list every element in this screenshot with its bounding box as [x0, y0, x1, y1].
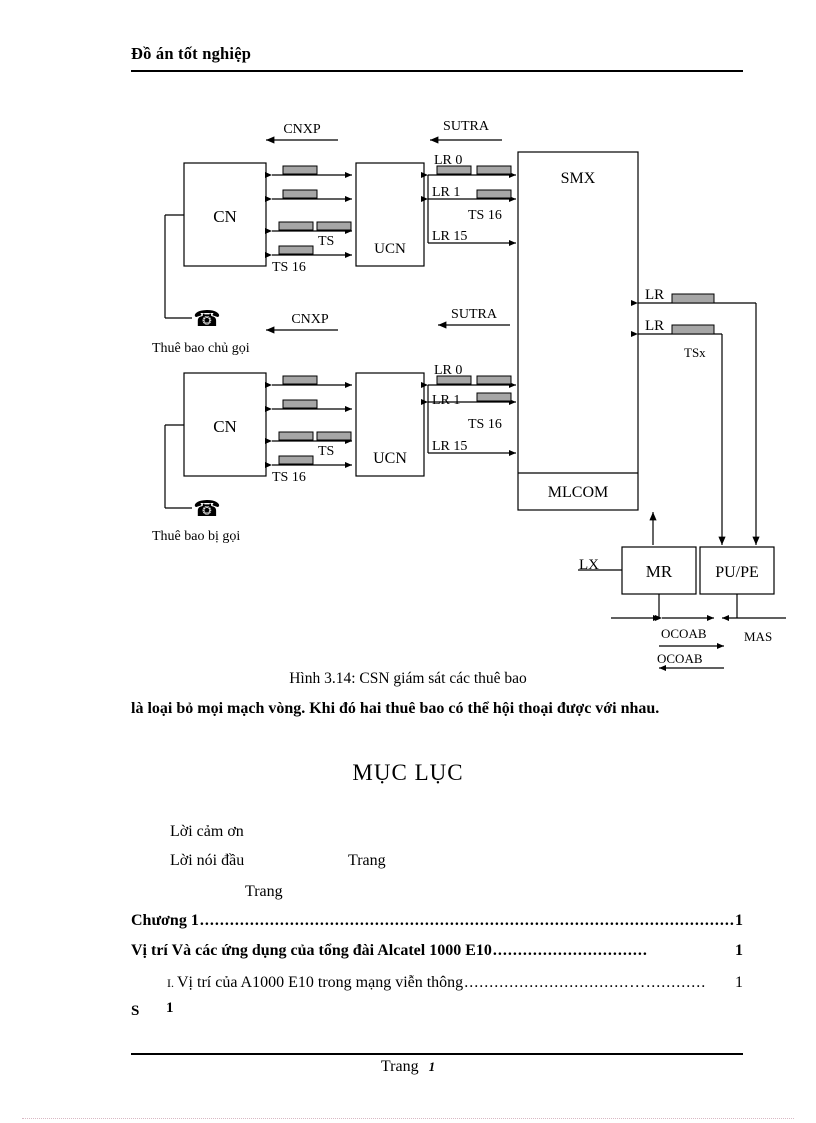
- toc-entry-label: Vị trí Và các ứng dụng của tổng đài Alca…: [131, 942, 492, 959]
- footer-divider: [131, 1053, 743, 1055]
- label-mas: MAS: [744, 629, 772, 644]
- label-ts-top: TS: [318, 234, 334, 249]
- page-header-title: Đồ án tốt nghiệp: [131, 44, 252, 63]
- toc-title: MỤC LỤC: [352, 760, 464, 785]
- toc-item-loi-cam-on: Lời cảm ơn: [170, 823, 244, 840]
- footer: Trang 1: [0, 1058, 816, 1076]
- label-sutra-bottom: SUTRA: [451, 307, 498, 322]
- block-label-mlcom: MLCOM: [548, 484, 608, 501]
- stray-text-s: S: [131, 1003, 140, 1019]
- label-cnxp-bottom: CNXP: [291, 312, 329, 327]
- toc-entry-leader: ...............................: [492, 942, 648, 959]
- label-ocoab-1: OCOAB: [661, 626, 707, 641]
- label-lr1-bottom: LR 1: [432, 393, 460, 408]
- footer-label: Trang: [380, 1058, 419, 1075]
- toc-entry-leader: ........................................…: [199, 912, 734, 929]
- toc-entry-vi-tri[interactable]: Vị trí Và các ứng dụng của tổng đài Alca…: [131, 942, 743, 960]
- toc-trang-inline: Trang: [348, 852, 386, 869]
- toc-entry-vi-tri-a1000[interactable]: I. Vị trí của A1000 E10 trong mạng viễn …: [167, 974, 743, 992]
- label-lx: LX: [579, 557, 599, 573]
- label-ts16-left-bottom: TS 16: [272, 470, 306, 485]
- label-tsx: TSx: [684, 345, 706, 360]
- label-lr-lower-right: LR: [645, 318, 664, 334]
- label-subscriber-caller: Thuê bao chủ gọi: [152, 341, 250, 356]
- label-lr15-top: LR 15: [432, 229, 467, 244]
- toc-entry-page: 1: [735, 974, 743, 991]
- block-label-ucn-bottom: UCN: [373, 450, 407, 467]
- toc-entry-label: Chương 1: [131, 912, 199, 929]
- toc-item-loi-noi-dau: Lời nói đầu: [170, 852, 245, 869]
- block-label-pupe: PU/PE: [715, 564, 759, 581]
- block-label-smx: SMX: [561, 170, 596, 187]
- stray-text-1: 1: [166, 1000, 174, 1016]
- label-subscriber-called: Thuê bao bị gọi: [152, 529, 240, 544]
- bottom-dotted-rule: [22, 1118, 794, 1120]
- toc-entry-page: 1: [735, 912, 743, 929]
- header-divider: [131, 70, 743, 72]
- toc-entry-chuong-1[interactable]: Chương 1 ...............................…: [131, 912, 743, 930]
- label-ts16-right-top: TS 16: [468, 208, 502, 223]
- label-ts16-left-top: TS 16: [272, 260, 306, 275]
- label-ocoab-2: OCOAB: [657, 651, 703, 666]
- block-label-ucn-top: UCN: [374, 241, 406, 257]
- label-lr15-bottom: LR 15: [432, 439, 467, 454]
- toc-entry-label: Vị trí của A1000 E10 trong mạng viễn thô…: [177, 974, 464, 991]
- label-cnxp-top: CNXP: [283, 122, 321, 137]
- telephone-icon-called: ☎: [193, 496, 220, 521]
- figure-diagram: CN UCN CN UCN SMX MLCOM MR PU/PE CNXP SU…: [152, 119, 786, 672]
- toc-entry-leader: .................................…......…: [464, 974, 707, 991]
- label-sutra-top: SUTRA: [443, 119, 490, 134]
- label-lr0-top: LR 0: [434, 153, 462, 168]
- block-label-mr: MR: [646, 562, 673, 581]
- label-lr1-top: LR 1: [432, 185, 460, 200]
- body-paragraph: là loại bỏ mọi mạch vòng. Khi đó hai thu…: [131, 700, 660, 717]
- toc-entry-roman: I.: [167, 976, 174, 990]
- block-label-cn-top: CN: [213, 207, 237, 226]
- label-ts-bottom: TS: [318, 444, 334, 459]
- toc-entry-page: 1: [735, 942, 743, 959]
- telephone-icon-caller: ☎: [193, 306, 220, 331]
- block-label-cn-bottom: CN: [213, 417, 237, 436]
- footer-page-number: 1: [428, 1059, 436, 1074]
- toc-trang-second: Trang: [245, 883, 283, 900]
- label-ts16-right-bottom: TS 16: [468, 417, 502, 432]
- label-lr-upper-right: LR: [645, 287, 664, 303]
- label-lr0-bottom: LR 0: [434, 363, 462, 378]
- figure-caption: Hình 3.14: CSN giám sát các thuê bao: [289, 670, 527, 687]
